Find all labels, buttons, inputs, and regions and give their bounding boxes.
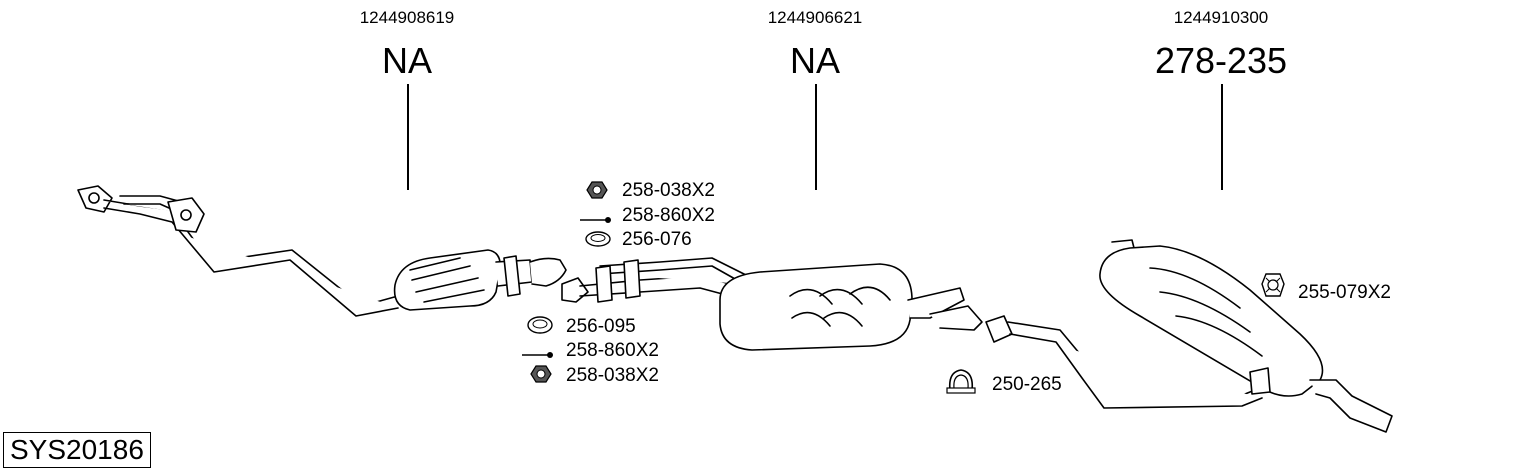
gasket-ring-icon bbox=[527, 316, 553, 334]
group-2-oem-number: 1244906621 bbox=[767, 8, 863, 27]
group-1-oem-number: 1244908619 bbox=[359, 8, 455, 27]
part-label-top-ring: 256-076 bbox=[622, 229, 692, 250]
part-label-top-nut: 258-038X2 bbox=[622, 180, 715, 201]
group-1-leader-line bbox=[407, 84, 409, 190]
group-1-code: NA bbox=[381, 40, 432, 81]
front-pipe-with-catalyst bbox=[77, 185, 567, 317]
nut-icon bbox=[530, 365, 552, 383]
group-3-oem-number: 1244910300 bbox=[1173, 8, 1269, 27]
part-label-bottom-bolt: 258-860X2 bbox=[566, 340, 659, 361]
bolt-icon bbox=[522, 352, 553, 358]
part-label-top-bolt: 258-860X2 bbox=[622, 205, 715, 226]
bolt-icon bbox=[580, 217, 611, 223]
part-label-hanger: 255-079X2 bbox=[1298, 282, 1391, 303]
group-2-leader-line bbox=[815, 84, 817, 190]
system-id-box: SYS20186 bbox=[3, 432, 151, 468]
rubber-hanger-icon bbox=[1261, 273, 1285, 297]
group-3-code: 278-235 bbox=[1154, 40, 1288, 81]
connecting-pipe bbox=[985, 315, 1263, 409]
part-label-bottom-ring: 256-095 bbox=[566, 316, 636, 337]
part-label-bottom-nut: 258-038X2 bbox=[566, 365, 659, 386]
part-label-clamp: 250-265 bbox=[992, 374, 1062, 395]
group-3-leader-line bbox=[1221, 84, 1223, 190]
middle-silencer bbox=[561, 257, 983, 351]
clamp-icon bbox=[946, 369, 976, 394]
nut-icon bbox=[586, 181, 608, 199]
rear-silencer bbox=[1099, 239, 1393, 433]
group-2-code: NA bbox=[789, 40, 840, 81]
gasket-ring-icon bbox=[585, 231, 611, 247]
